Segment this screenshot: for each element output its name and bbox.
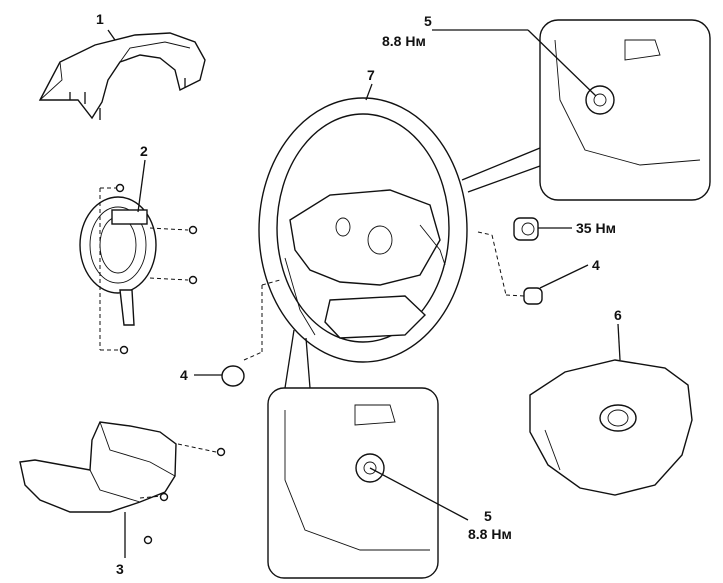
plug-right — [477, 231, 589, 305]
torque-label-bottom: 8.8 Нм — [468, 526, 512, 542]
callout-7: 7 — [367, 67, 375, 83]
callout-4-right: 4 — [592, 257, 600, 273]
callout-4-left: 4 — [180, 367, 188, 383]
lower-column-cover — [19, 421, 226, 558]
callout-5-bottom: 5 — [484, 508, 492, 524]
callout-1: 1 — [96, 11, 104, 27]
plug-left — [194, 279, 281, 387]
detail-inset-bottom — [267, 329, 439, 579]
callout-6: 6 — [614, 307, 622, 323]
airbag-module — [529, 359, 693, 496]
steering-wheel-nut — [513, 217, 572, 241]
torque-label-nut: 35 Нм — [576, 220, 616, 236]
spiral-cable — [79, 159, 198, 355]
upper-column-cover — [38, 29, 206, 120]
callout-2: 2 — [140, 143, 148, 159]
detail-inset-top — [461, 19, 711, 201]
callout-5-top: 5 — [424, 13, 432, 29]
steering-wheel — [258, 97, 468, 363]
torque-label-top: 8.8 Нм — [382, 33, 426, 49]
callout-3: 3 — [116, 561, 124, 577]
